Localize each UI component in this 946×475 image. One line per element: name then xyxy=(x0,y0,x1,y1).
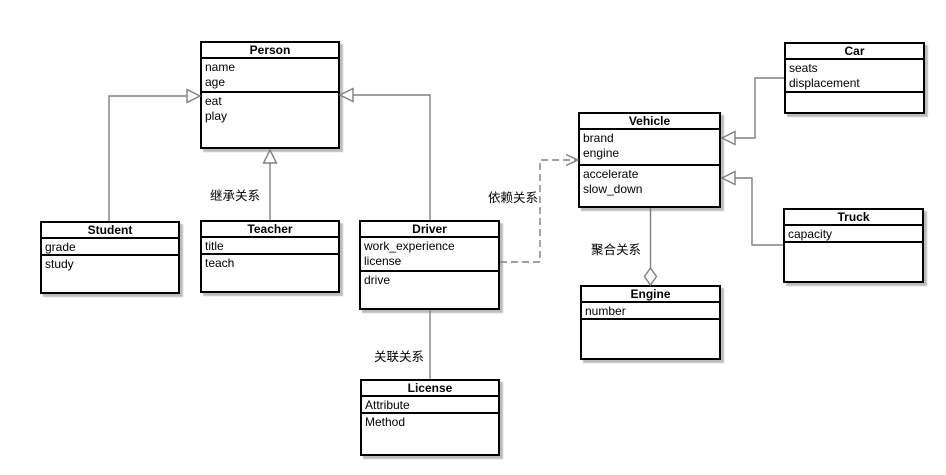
edge-aggregation-vehicle-engine[interactable] xyxy=(643,208,658,287)
class-attribute: grade xyxy=(45,240,76,254)
methods-compartment xyxy=(786,93,923,94)
class-box-car[interactable]: Car seats displacement xyxy=(784,42,925,114)
class-attribute: brand xyxy=(583,131,614,145)
class-title: Teacher xyxy=(202,222,338,238)
class-attribute: work_experience xyxy=(364,239,455,253)
edge-label-association: 关联关系 xyxy=(374,350,425,364)
attributes-compartment: work_experience license xyxy=(361,238,498,272)
class-box-person[interactable]: Person name age eat play xyxy=(200,41,340,149)
edge-inheritance-teacher-person[interactable] xyxy=(262,148,278,220)
methods-compartment: eat play xyxy=(202,93,338,124)
class-method: play xyxy=(205,109,228,123)
attributes-compartment: Attribute xyxy=(362,397,498,414)
class-box-teacher[interactable]: Teacher title teach xyxy=(200,220,340,293)
hollow-diamond xyxy=(643,266,658,287)
attributes-compartment: title xyxy=(202,238,338,255)
class-box-engine[interactable]: Engine number xyxy=(580,285,721,360)
class-title: Truck xyxy=(785,210,922,226)
attributes-compartment: capacity xyxy=(785,226,922,243)
class-attribute: Attribute xyxy=(365,398,410,412)
attributes-compartment: brand engine xyxy=(580,130,719,166)
edge-label-inheritance: 继承关系 xyxy=(210,189,261,203)
attributes-compartment: seats displacement xyxy=(786,60,923,93)
class-attribute: license xyxy=(364,254,402,268)
class-box-vehicle[interactable]: Vehicle brand engine accelerate slow_dow… xyxy=(578,112,721,208)
class-title: Vehicle xyxy=(580,114,719,130)
class-box-truck[interactable]: Truck capacity xyxy=(783,208,924,283)
hollow-triangle-arrowhead xyxy=(720,130,736,146)
class-title: Driver xyxy=(361,222,498,238)
hollow-triangle-arrowhead xyxy=(186,88,202,104)
class-method: slow_down xyxy=(583,182,643,196)
class-attribute: engine xyxy=(583,146,620,160)
open-arrowhead xyxy=(565,153,580,167)
attributes-compartment: name age xyxy=(202,59,338,93)
class-box-student[interactable]: Student grade study xyxy=(40,221,180,294)
class-attribute: title xyxy=(205,239,224,253)
methods-compartment xyxy=(785,243,922,244)
edge-dependency-driver-vehicle[interactable] xyxy=(500,153,580,263)
methods-compartment xyxy=(582,320,719,321)
class-method: teach xyxy=(205,256,235,270)
edge-inheritance-student-person[interactable] xyxy=(108,88,202,222)
class-attribute: name xyxy=(205,60,236,74)
methods-compartment: drive xyxy=(361,272,498,288)
edge-label-aggregation: 聚合关系 xyxy=(591,243,642,257)
edge-inheritance-truck-vehicle[interactable] xyxy=(720,170,783,246)
class-method: drive xyxy=(364,273,391,287)
hollow-triangle-arrowhead xyxy=(262,148,278,164)
class-title: Engine xyxy=(582,287,719,303)
class-box-license[interactable]: License Attribute Method xyxy=(360,379,500,456)
edge-inheritance-car-vehicle[interactable] xyxy=(720,77,784,146)
class-title: Student xyxy=(42,223,178,239)
edge-label-dependency: 依赖关系 xyxy=(488,191,539,205)
class-title: Car xyxy=(786,44,923,60)
methods-compartment: accelerate slow_down xyxy=(580,166,719,197)
hollow-triangle-arrowhead xyxy=(720,170,736,186)
attributes-compartment: number xyxy=(582,303,719,320)
hollow-triangle-arrowhead xyxy=(338,87,354,103)
attributes-compartment: grade xyxy=(42,239,178,256)
class-attribute: number xyxy=(585,304,626,318)
methods-compartment: Method xyxy=(362,414,498,430)
class-attribute: seats xyxy=(789,61,818,75)
class-title: License xyxy=(362,381,498,397)
methods-compartment: study xyxy=(42,256,178,272)
class-title: Person xyxy=(202,43,338,59)
class-method: study xyxy=(45,257,74,271)
class-box-driver[interactable]: Driver work_experience license drive xyxy=(359,220,500,310)
class-method: Method xyxy=(365,415,406,429)
class-attribute: displacement xyxy=(789,76,860,90)
class-attribute: age xyxy=(205,75,226,89)
class-method: accelerate xyxy=(583,167,639,181)
methods-compartment: teach xyxy=(202,255,338,271)
class-method: eat xyxy=(205,94,222,108)
class-attribute: capacity xyxy=(788,227,833,241)
edge-inheritance-driver-person[interactable] xyxy=(338,87,431,221)
